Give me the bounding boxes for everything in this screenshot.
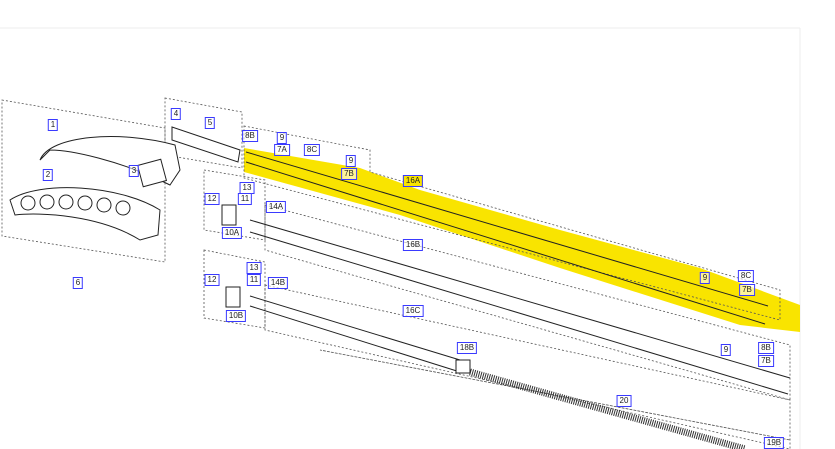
part-label-9[interactable]: 9 bbox=[699, 272, 711, 284]
part-10b bbox=[225, 286, 241, 308]
part-label-20[interactable]: 20 bbox=[616, 395, 632, 407]
part-label-7B[interactable]: 7B bbox=[758, 355, 774, 367]
part-label-8C[interactable]: 8C bbox=[737, 270, 755, 282]
part-label-19B[interactable]: 19B bbox=[763, 437, 785, 449]
part-label-5[interactable]: 5 bbox=[204, 117, 216, 129]
part-label-1[interactable]: 1 bbox=[47, 119, 59, 131]
part-label-2[interactable]: 2 bbox=[42, 169, 54, 181]
part-label-11[interactable]: 11 bbox=[237, 193, 253, 205]
part-label-8C[interactable]: 8C bbox=[303, 144, 321, 156]
part-label-7A[interactable]: 7A bbox=[274, 144, 290, 156]
part-label-6[interactable]: 6 bbox=[72, 277, 84, 289]
part-18b bbox=[455, 359, 471, 374]
group-boxes bbox=[1, 97, 791, 449]
part-4-bracket bbox=[171, 126, 241, 163]
part-label-10B[interactable]: 10B bbox=[225, 310, 247, 322]
part-label-9[interactable]: 9 bbox=[720, 344, 732, 356]
part-label-11[interactable]: 11 bbox=[246, 274, 262, 286]
highlight-16a bbox=[244, 148, 800, 332]
part-label-7B[interactable]: 7B bbox=[341, 168, 357, 180]
part-label-4[interactable]: 4 bbox=[170, 108, 182, 120]
spring-20 bbox=[469, 368, 746, 449]
part-label-12[interactable]: 12 bbox=[204, 274, 220, 286]
scabbard-holes bbox=[20, 194, 131, 216]
part-label-10A[interactable]: 10A bbox=[221, 227, 243, 239]
part-label-16C[interactable]: 16C bbox=[402, 305, 424, 317]
part-label-12[interactable]: 12 bbox=[204, 193, 220, 205]
part-10a bbox=[221, 204, 237, 226]
part-label-14B[interactable]: 14B bbox=[267, 277, 289, 289]
part-label-7B[interactable]: 7B bbox=[739, 284, 755, 296]
part-label-16B[interactable]: 16B bbox=[402, 239, 424, 251]
part-label-18B[interactable]: 18B bbox=[456, 342, 478, 354]
part-3-plate bbox=[136, 158, 168, 188]
part-label-9[interactable]: 9 bbox=[345, 155, 357, 167]
part-label-3[interactable]: 3 bbox=[128, 165, 140, 177]
part-label-8B[interactable]: 8B bbox=[242, 130, 258, 142]
part-label-14A[interactable]: 14A bbox=[265, 201, 287, 213]
tubes bbox=[245, 151, 791, 395]
part-label-8B[interactable]: 8B bbox=[758, 342, 774, 354]
part-label-16A[interactable]: 16A bbox=[402, 175, 424, 187]
part-label-9[interactable]: 9 bbox=[276, 132, 288, 144]
part-label-13[interactable]: 13 bbox=[246, 262, 262, 274]
